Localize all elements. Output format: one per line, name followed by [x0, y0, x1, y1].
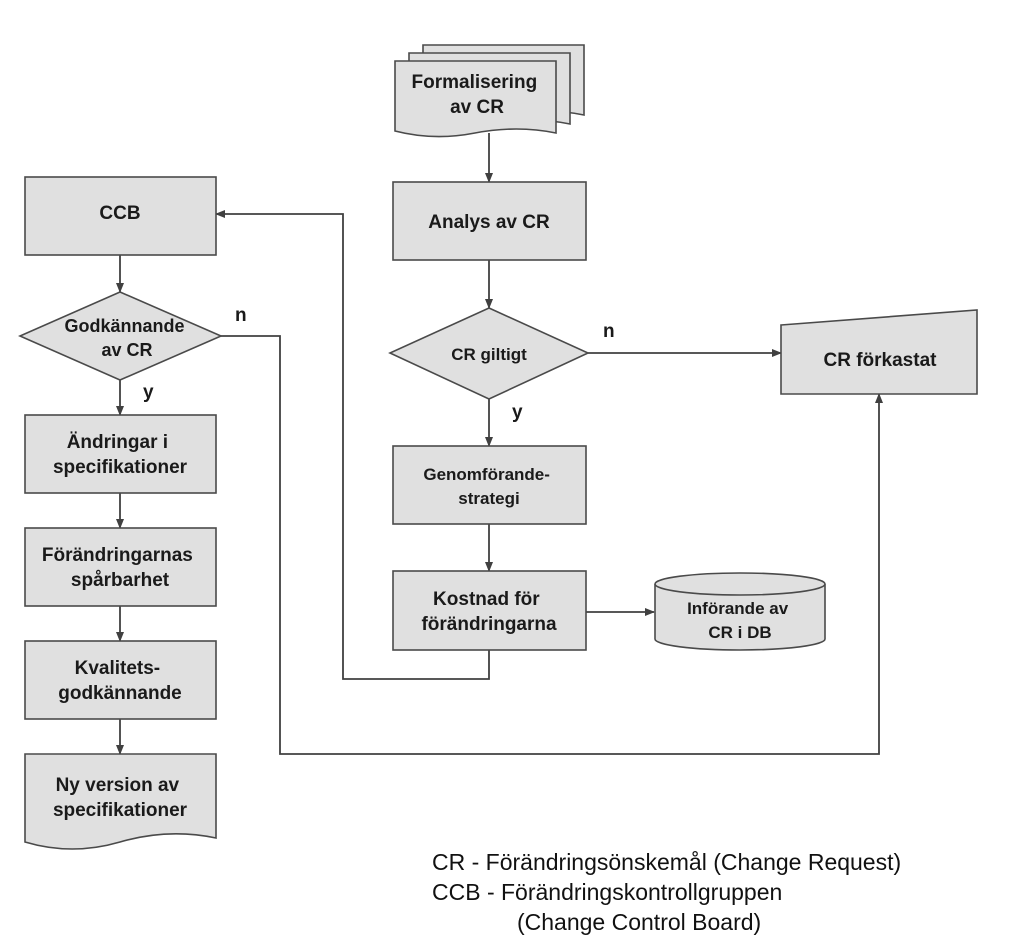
node-analys: Analys av CR [392, 181, 587, 261]
node-andringar-line2: specifikationer [53, 457, 188, 478]
node-andringar-line1: Ändringar i [67, 432, 168, 453]
node-sparbarhet-text: Förändringarnas spårbarhet [42, 545, 198, 591]
node-inforande-line2: CR i DB [708, 623, 771, 642]
node-forkastat: CR förkastat [780, 309, 978, 395]
node-kostnad-line2: förändringarna [421, 614, 557, 635]
label-godkannande-yes: y [143, 382, 154, 403]
legend-line-ccb-en: (Change Control Board) [517, 909, 761, 935]
node-kvalitet-line2: godkännande [58, 683, 182, 704]
node-godkannande: Godkännande av CR [18, 291, 224, 381]
node-analys-text: Analys av CR [428, 212, 550, 233]
node-sparbarhet: Förändringarnas spårbarhet [24, 527, 217, 607]
node-ccb-text: CCB [99, 203, 140, 224]
node-formalisering-line2: av CR [450, 97, 504, 118]
node-kvalitet: Kvalitets- godkännande [24, 640, 217, 720]
edges [116, 133, 883, 755]
node-godkannande-line2: av CR [101, 340, 152, 360]
node-formalisering: Formalisering av CR [394, 44, 585, 138]
node-genomforande: Genomförande- strategi [392, 445, 587, 525]
legend-line-cr: CR - Förändringsönskemål (Change Request… [432, 849, 901, 875]
node-nyversion: Ny version av specifikationer [24, 753, 217, 850]
node-giltigt-line1: CR giltigt [451, 345, 527, 364]
node-kostnad-line1: Kostnad för [433, 589, 540, 610]
legend-line-ccb: CCB - Förändringskontrollgruppen [432, 879, 782, 905]
node-nyversion-line2: specifikationer [53, 800, 188, 821]
edge-labels: n y n y [143, 305, 615, 423]
node-giltigt: CR giltigt [388, 307, 590, 400]
node-inforande: Införande av CR i DB [654, 572, 826, 651]
node-formalisering-text: Formalisering av CR [412, 72, 543, 118]
node-godkannande-text: Godkännande av CR [64, 316, 189, 360]
label-godkannande-no: n [235, 305, 247, 326]
node-kvalitet-line1: Kvalitets- [75, 658, 161, 679]
node-forkastat-text: CR förkastat [824, 350, 938, 371]
node-inforande-text: Införande av CR i DB [687, 599, 793, 642]
node-giltigt-text: CR giltigt [451, 345, 527, 364]
edge-kostnad-ccb [215, 210, 490, 680]
label-giltigt-no: n [603, 321, 615, 342]
node-genomforande-line1: Genomförande- [423, 465, 550, 484]
node-forkastat-line1: CR förkastat [824, 350, 938, 371]
node-formalisering-line1: Formalisering [412, 72, 538, 93]
node-nyversion-line1: Ny version av [56, 775, 180, 796]
node-andringar-text: Ändringar i specifikationer [53, 432, 188, 478]
node-sparbarhet-line1: Förändringarnas [42, 545, 193, 566]
node-godkannande-line1: Godkännande [64, 316, 184, 336]
edge-godkannande-forkastat [221, 335, 883, 755]
node-ccb-line1: CCB [99, 203, 140, 224]
node-kostnad-text: Kostnad för förändringarna [421, 589, 557, 635]
node-andringar: Ändringar i specifikationer [24, 414, 217, 494]
node-analys-line1: Analys av CR [428, 212, 550, 233]
node-genomforande-text: Genomförande- strategi [423, 465, 554, 508]
node-nyversion-text: Ny version av specifikationer [53, 775, 188, 821]
node-kvalitet-text: Kvalitets- godkännande [58, 658, 182, 704]
node-kostnad: Kostnad för förändringarna [392, 570, 587, 651]
node-genomforande-line2: strategi [458, 489, 519, 508]
node-ccb: CCB [24, 176, 217, 256]
node-sparbarhet-line2: spårbarhet [71, 570, 170, 591]
label-giltigt-yes: y [512, 402, 523, 423]
legend: CR - Förändringsönskemål (Change Request… [432, 849, 901, 935]
node-inforande-line1: Införande av [687, 599, 789, 618]
